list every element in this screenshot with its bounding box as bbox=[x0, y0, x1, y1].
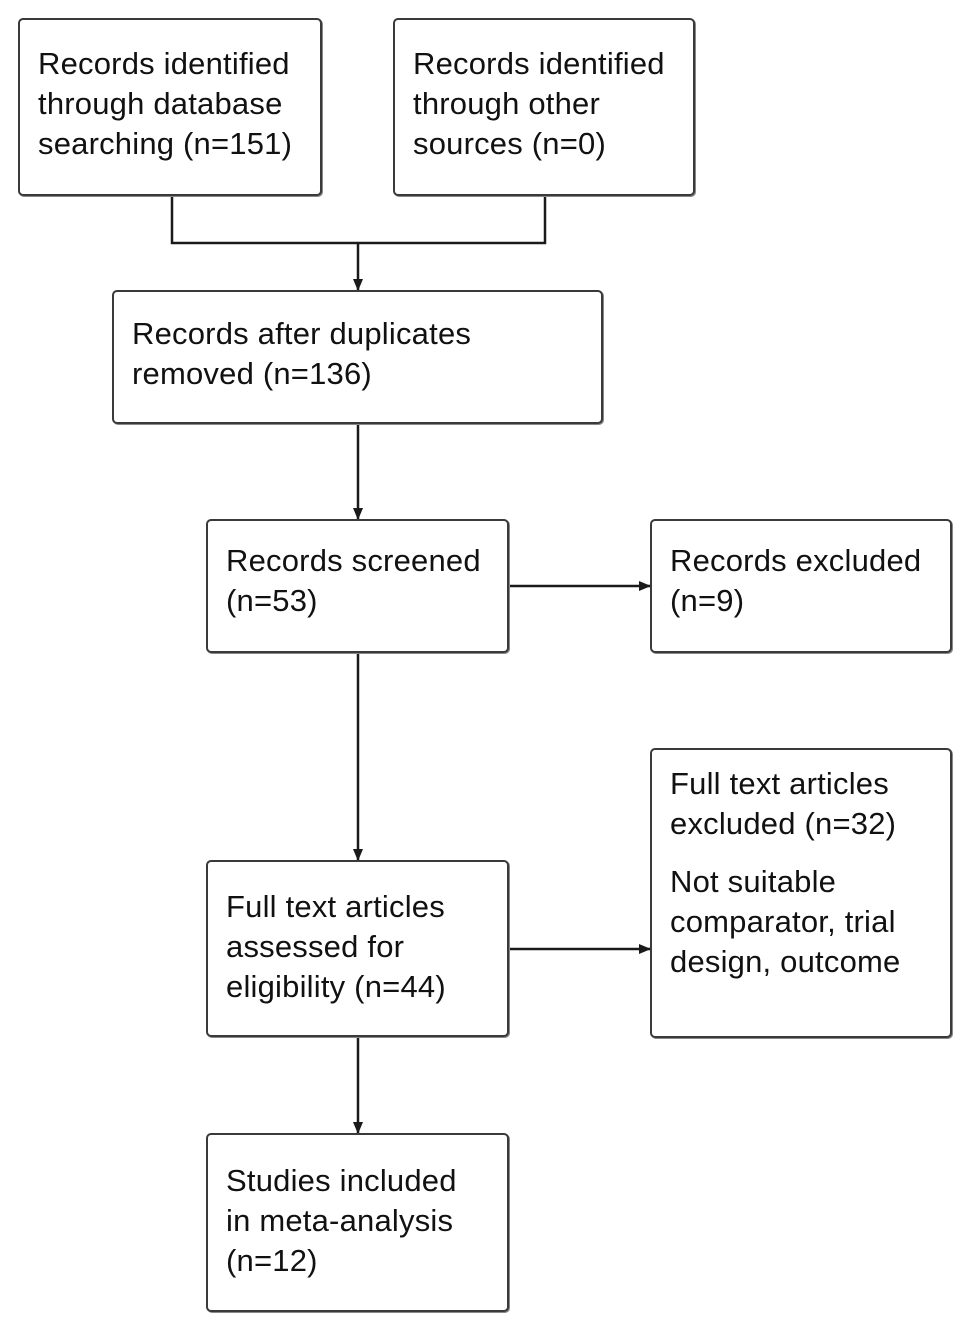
box-screened: Records screened (n=53) bbox=[206, 519, 509, 653]
identified-other-text: Records identified through other sources… bbox=[413, 46, 665, 161]
box-included: Studies included in meta-analysis (n=12) bbox=[206, 1133, 509, 1312]
full-text-assessed-text: Full text articles assessed for eligibil… bbox=[226, 889, 446, 1004]
screened-text: Records screened (n=53) bbox=[226, 543, 481, 618]
full-text-excluded-reasons: Not suitable comparator, trial design, o… bbox=[670, 864, 901, 979]
after-duplicates-text: Records after duplicates removed (n=136) bbox=[132, 316, 472, 391]
box-full-text-assessed: Full text articles assessed for eligibil… bbox=[206, 860, 509, 1037]
included-text: Studies included in meta-analysis (n=12) bbox=[226, 1163, 457, 1278]
full-text-excluded-text: Full text articles excluded (n=32) bbox=[670, 766, 897, 841]
box-after-duplicates: Records after duplicates removed (n=136) bbox=[112, 290, 603, 424]
box-identified-other: Records identified through other sources… bbox=[393, 18, 695, 196]
box-excluded: Records excluded (n=9) bbox=[650, 519, 952, 653]
box-identified-database: Records identified through database sear… bbox=[18, 18, 322, 196]
excluded-text: Records excluded (n=9) bbox=[670, 543, 922, 618]
identified-database-text: Records identified through database sear… bbox=[38, 46, 293, 161]
merge-connector bbox=[170, 196, 547, 245]
box-full-text-excluded: Full text articles excluded (n=32) Not s… bbox=[650, 748, 952, 1038]
